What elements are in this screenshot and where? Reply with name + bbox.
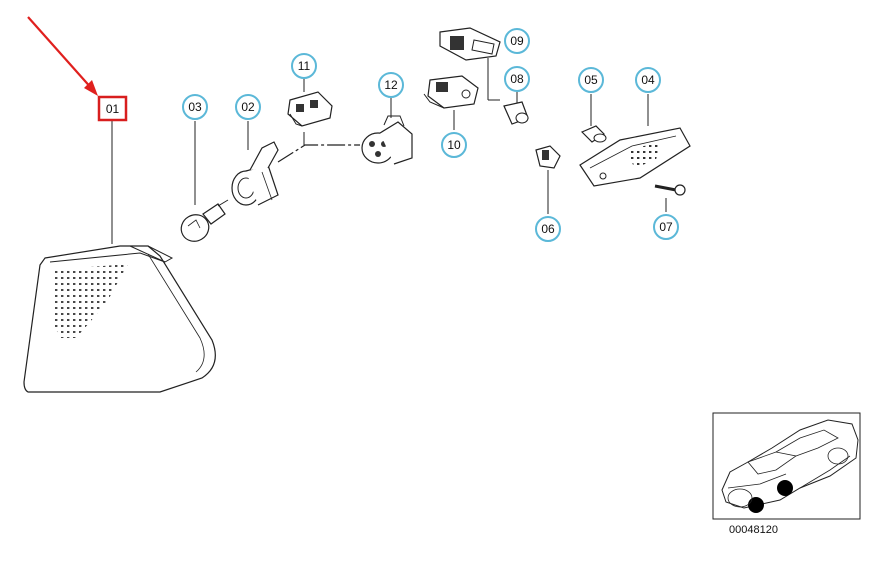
callout-06[interactable]: 06 (535, 216, 561, 242)
callout-09[interactable]: 09 (504, 28, 530, 54)
callout-04[interactable]: 04 (635, 67, 661, 93)
part-01-turn-indicator[interactable] (23, 121, 216, 393)
svg-text:02: 02 (241, 100, 255, 114)
part-05-wedge-bulb[interactable] (580, 94, 607, 143)
part-12-round-connector[interactable] (361, 98, 413, 165)
callout-11[interactable]: 11 (291, 53, 317, 79)
vehicle-location-inset (712, 412, 861, 520)
part-07-screw[interactable] (654, 184, 686, 212)
svg-text:06: 06 (541, 222, 555, 236)
callout-07[interactable]: 07 (653, 214, 679, 240)
part-06-clip[interactable] (535, 145, 561, 214)
svg-text:01: 01 (106, 102, 120, 116)
svg-text:10: 10 (447, 138, 461, 152)
callout-12[interactable]: 12 (378, 72, 404, 98)
svg-text:09: 09 (510, 34, 524, 48)
svg-text:05: 05 (584, 73, 598, 87)
part-08-small-bulb[interactable] (503, 92, 529, 125)
callout-08[interactable]: 08 (504, 66, 530, 92)
svg-text:12: 12 (384, 78, 398, 92)
part-09-connector-housing[interactable] (439, 27, 501, 101)
reference-number: 00048120 (729, 524, 778, 536)
part-02-bulb-socket[interactable] (231, 121, 279, 206)
wire-connection (277, 144, 360, 163)
svg-text:04: 04 (641, 73, 655, 87)
callout-03[interactable]: 03 (182, 94, 208, 120)
callout-10[interactable]: 10 (441, 132, 467, 158)
part-10-connector[interactable] (423, 75, 479, 130)
part-04-side-marker[interactable] (579, 94, 691, 187)
part-03-bulb[interactable] (176, 121, 229, 246)
svg-text:07: 07 (659, 220, 673, 234)
callout-01-selected[interactable]: 01 (97, 95, 128, 122)
part-11-connector[interactable] (287, 78, 333, 127)
callout-05[interactable]: 05 (578, 67, 604, 93)
svg-text:03: 03 (188, 100, 202, 114)
svg-text:11: 11 (298, 59, 311, 73)
pointer-arrow (27, 16, 98, 96)
callout-02[interactable]: 02 (235, 94, 261, 120)
svg-text:08: 08 (510, 72, 524, 86)
